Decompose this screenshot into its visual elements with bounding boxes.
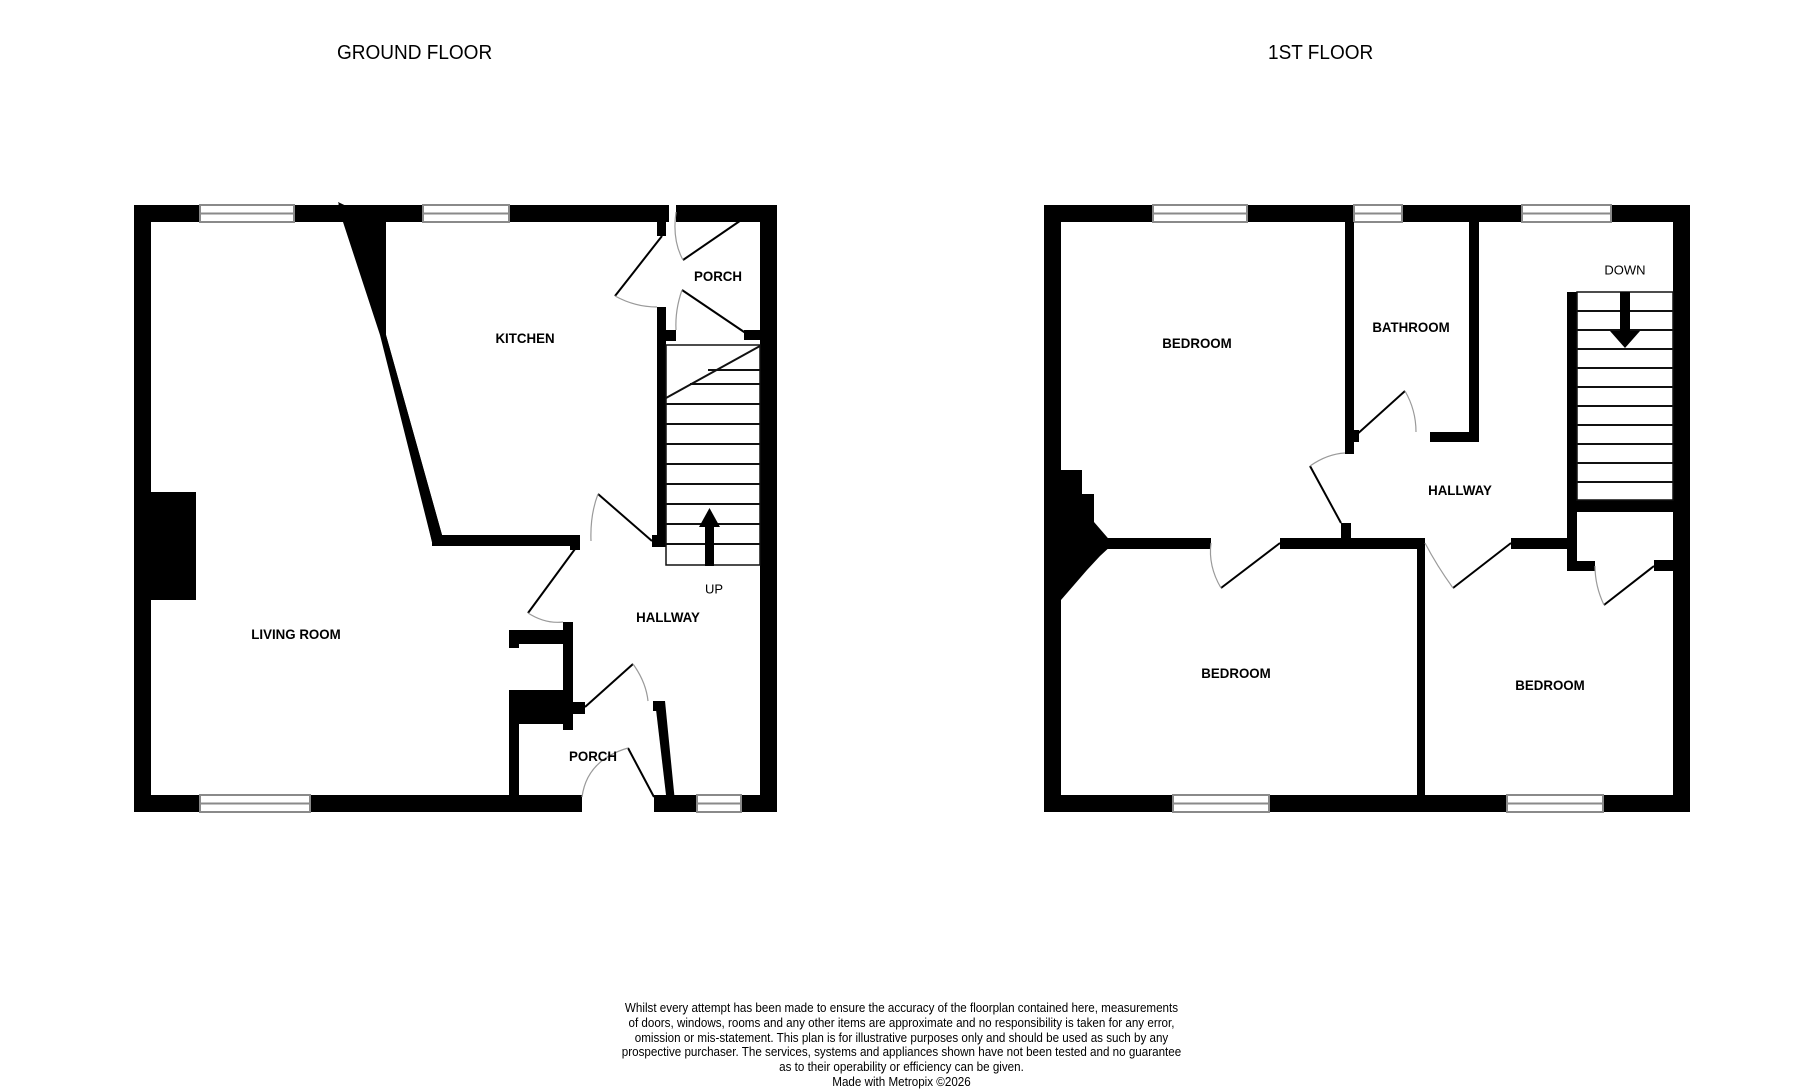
disclaimer-line: as to their operability or efficiency ca… [779, 1060, 1024, 1075]
door [584, 663, 649, 708]
door [1353, 390, 1417, 438]
door [527, 548, 576, 623]
room-label-living-room: LIVING ROOM [251, 626, 341, 642]
window [422, 204, 510, 223]
window [696, 794, 742, 813]
ground-floor-title: GROUND FLOOR [337, 42, 493, 64]
window [199, 794, 311, 813]
door [1594, 565, 1655, 606]
door [590, 493, 653, 542]
ground-floor-plan [134, 202, 777, 813]
stairs-down-label: DOWN [1604, 262, 1646, 278]
window [1172, 794, 1270, 813]
door [614, 235, 663, 308]
door [1309, 452, 1346, 524]
door [1209, 542, 1281, 589]
window [1152, 204, 1248, 223]
room-label-hallway: HALLWAY [636, 609, 700, 625]
door [581, 747, 655, 798]
window [1353, 204, 1403, 223]
staircase-up [665, 344, 761, 566]
credit: Made with Metropix ©2026 [832, 1074, 971, 1089]
disclaimer-line: of doors, windows, rooms and any other i… [628, 1015, 1175, 1030]
room-label-bedroom-2: BEDROOM [1201, 665, 1271, 681]
first-floor-title: 1ST FLOOR [1268, 42, 1374, 64]
chimney-breast [151, 492, 196, 600]
room-label-bedroom-1: BEDROOM [1162, 335, 1232, 351]
room-label-bedroom-3: BEDROOM [1515, 677, 1585, 693]
door [674, 211, 751, 337]
door [1424, 542, 1512, 589]
room-label-porch-front: PORCH [568, 748, 618, 764]
disclaimer: Whilst every attempt has been made to en… [63, 1001, 1740, 1090]
window [1506, 794, 1604, 813]
disclaimer-line: prospective purchaser. The services, sys… [621, 1045, 1182, 1060]
first-floor-plan [1044, 204, 1690, 813]
disclaimer-line: Whilst every attempt has been made to en… [624, 1001, 1179, 1015]
room-label-porch-rear: PORCH [693, 268, 743, 284]
window [1521, 204, 1612, 223]
disclaimer-line: omission or mis-statement. This plan is … [634, 1030, 1169, 1045]
window [199, 204, 295, 223]
room-label-kitchen: KITCHEN [495, 330, 555, 346]
stairs-up-label: UP [704, 581, 724, 597]
room-label-hallway-upper: HALLWAY [1428, 482, 1492, 498]
room-label-bathroom: BATHROOM [1372, 319, 1450, 335]
staircase-down [1576, 291, 1674, 501]
